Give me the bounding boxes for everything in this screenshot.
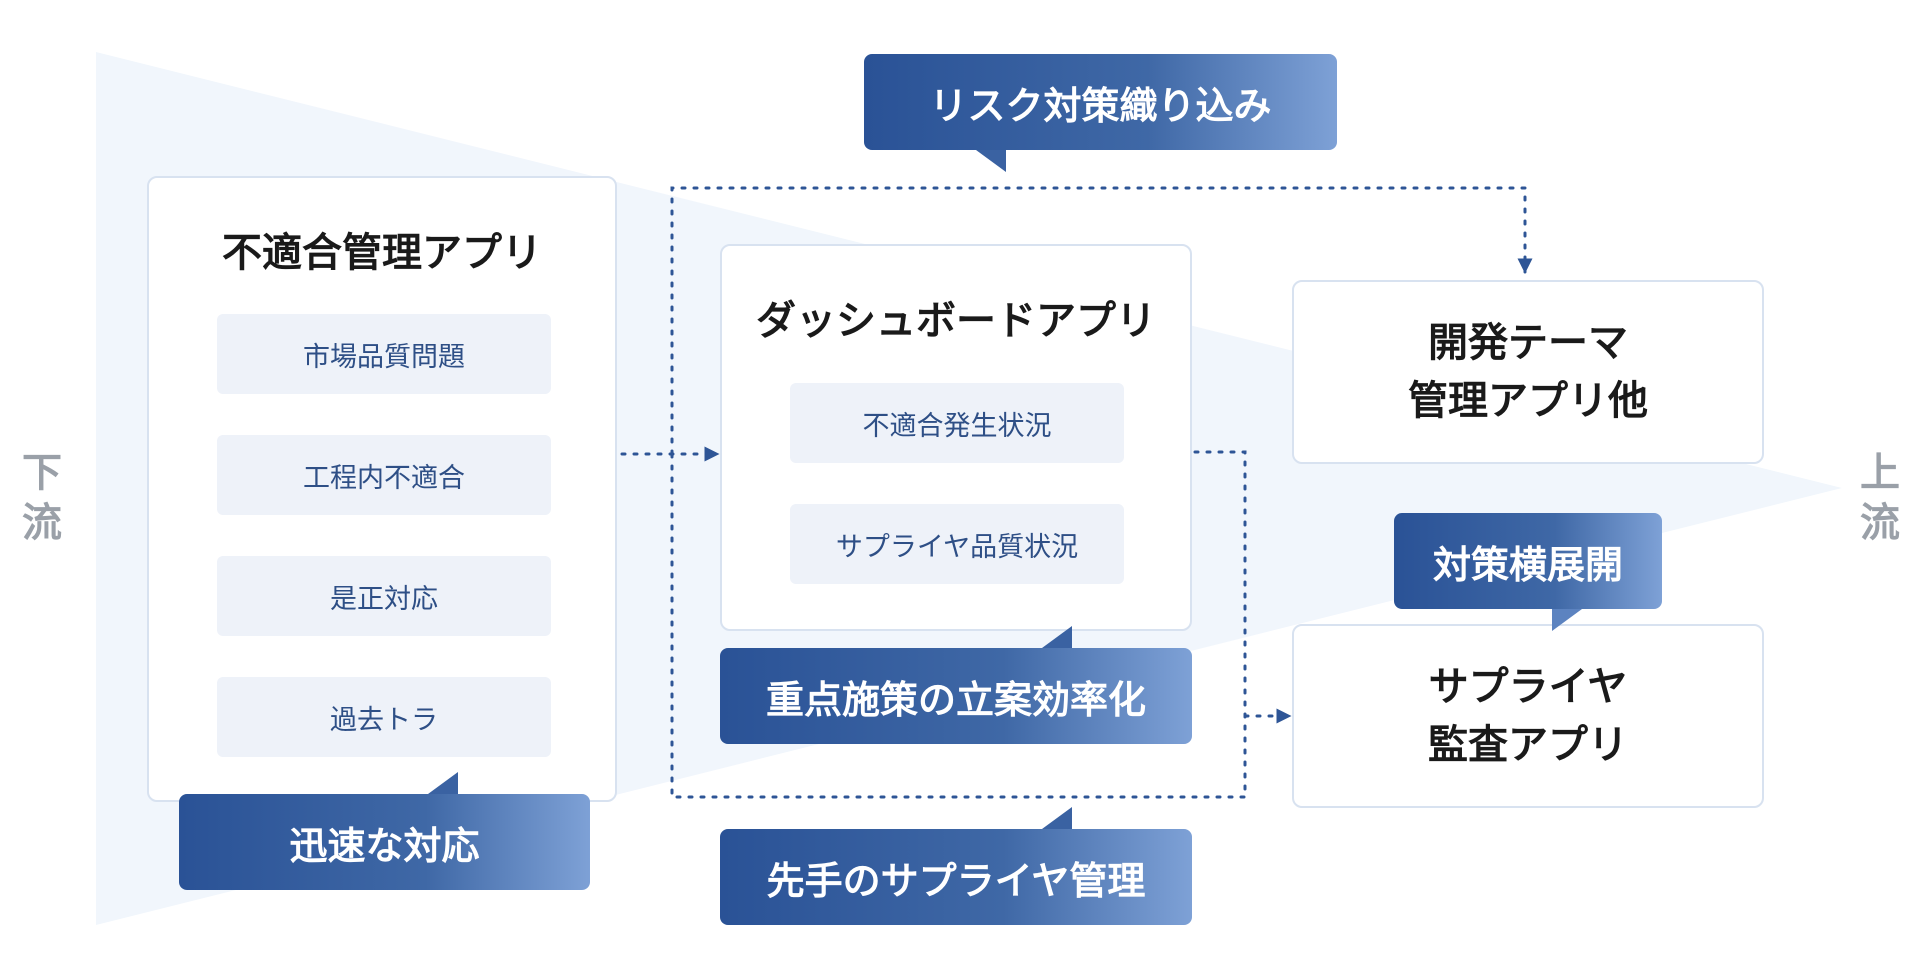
- supplier-audit-title-line: 監査アプリ: [1428, 722, 1628, 768]
- downstream-label-char: 流: [22, 500, 62, 546]
- chip-corrective-action: 是正対応: [217, 556, 551, 636]
- chip-market-quality: 市場品質問題: [217, 314, 551, 394]
- chip-supplier-quality-status: サプライヤ品質状況: [790, 504, 1124, 584]
- callout-risk-countermeasures: リスク対策織り込み: [864, 54, 1337, 172]
- supplier-audit-app-title: サプライヤ 監査アプリ: [1294, 626, 1762, 806]
- development-theme-title-line: 開発テーマ: [1428, 320, 1628, 366]
- chip-nonconformity-status: 不適合発生状況: [790, 383, 1124, 463]
- dashboard-app-card[interactable]: ダッシュボードアプリ 不適合発生状況 サプライヤ品質状況: [720, 244, 1192, 631]
- supplier-audit-app-card[interactable]: サプライヤ 監査アプリ: [1292, 624, 1764, 808]
- nonconformity-app-card[interactable]: 不適合管理アプリ 市場品質問題 工程内不適合 是正対応 過去トラ: [147, 176, 617, 802]
- callout-priority-efficiency: 重点施策の立案効率化: [720, 626, 1192, 744]
- connector-bottom-loop: [670, 450, 1247, 799]
- dashboard-app-title: ダッシュボードアプリ: [756, 298, 1156, 344]
- downstream-label-char: 下: [22, 450, 62, 496]
- upstream-label: 上 流: [1850, 448, 1910, 548]
- upstream-label-char: 流: [1860, 500, 1900, 546]
- callout-rollout: 対策横展開: [1394, 513, 1662, 631]
- downstream-label: 下 流: [12, 448, 72, 548]
- chip-in-process-nonconformity: 工程内不適合: [217, 435, 551, 515]
- development-theme-app-card[interactable]: 開発テーマ 管理アプリ他: [1292, 280, 1764, 464]
- nonconformity-app-title: 不適合管理アプリ: [222, 230, 542, 276]
- development-theme-title-line: 管理アプリ他: [1408, 378, 1648, 424]
- chip-past-trouble: 過去トラ: [217, 677, 551, 757]
- upstream-label-char: 上: [1860, 450, 1900, 496]
- callout-quick-response: 迅速な対応: [179, 772, 590, 890]
- development-theme-app-title: 開発テーマ 管理アプリ他: [1294, 282, 1762, 462]
- supplier-audit-title-line: サプライヤ: [1428, 664, 1628, 710]
- connector-to-development: [670, 186, 1533, 456]
- callout-proactive-supplier: 先手のサプライヤ管理: [720, 807, 1192, 925]
